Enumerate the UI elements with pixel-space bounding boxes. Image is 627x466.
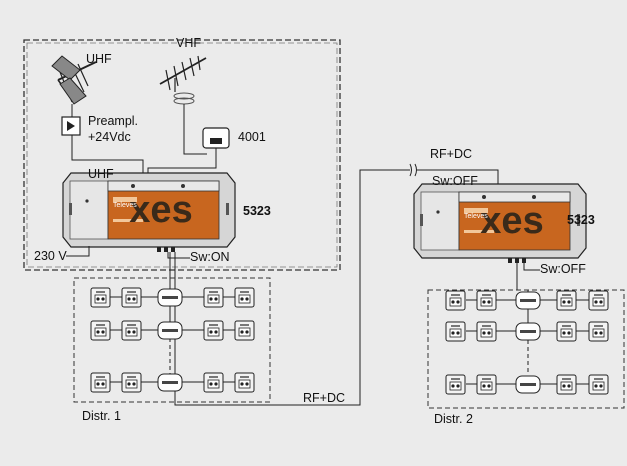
distr-1-label: Distr. 1: [82, 409, 121, 423]
distr-2-label: Distr. 2: [434, 412, 473, 426]
model-right-label: 5323: [567, 213, 595, 227]
mains-label: 230 V: [34, 249, 67, 263]
installation-boundary: [23, 39, 341, 271]
vhf-antenna-label: VHF: [176, 36, 201, 50]
amplifier-right-icon: xes Televes: [413, 183, 587, 263]
switch-right-top-label: Sw:OFF: [432, 174, 478, 188]
switch-left-label: Sw:ON: [190, 250, 230, 264]
distribution-2-boundary: [427, 289, 625, 409]
preamp-label-line1: Preampl.: [88, 114, 139, 128]
amplifier-left-icon: xes Televes: [62, 172, 236, 252]
preamp-label: Preampl. +24Vdc: [88, 113, 138, 145]
power-unit-4001-icon: [202, 127, 230, 149]
preamplifier-icon: [61, 116, 81, 136]
amplifier-logo-right: xes: [480, 200, 543, 242]
unit-4001-label: 4001: [238, 130, 266, 144]
distribution-2-network: [445, 290, 609, 395]
uhf-antenna-label: UHF: [86, 52, 112, 66]
amplifier-brand-left: Televes: [113, 202, 137, 209]
preamp-label-line2: +24Vdc: [88, 130, 131, 144]
distribution-1-boundary: [73, 277, 271, 403]
switch-right-bottom-label: Sw:OFF: [540, 262, 586, 276]
distribution-1-network: [90, 282, 255, 393]
uhf-antenna-icon: [51, 55, 97, 105]
rf-dc-top-label: RF+DC: [430, 147, 473, 161]
amplifier-logo-left: xes: [129, 189, 192, 231]
vhf-antenna-icon: [159, 55, 207, 105]
amplifier-brand-right: Televes: [464, 213, 488, 220]
rf-dc-bottom-label: RF+DC: [303, 391, 346, 405]
uhf-input-label: UHF: [88, 167, 114, 181]
model-left-label: 5323: [243, 204, 271, 218]
